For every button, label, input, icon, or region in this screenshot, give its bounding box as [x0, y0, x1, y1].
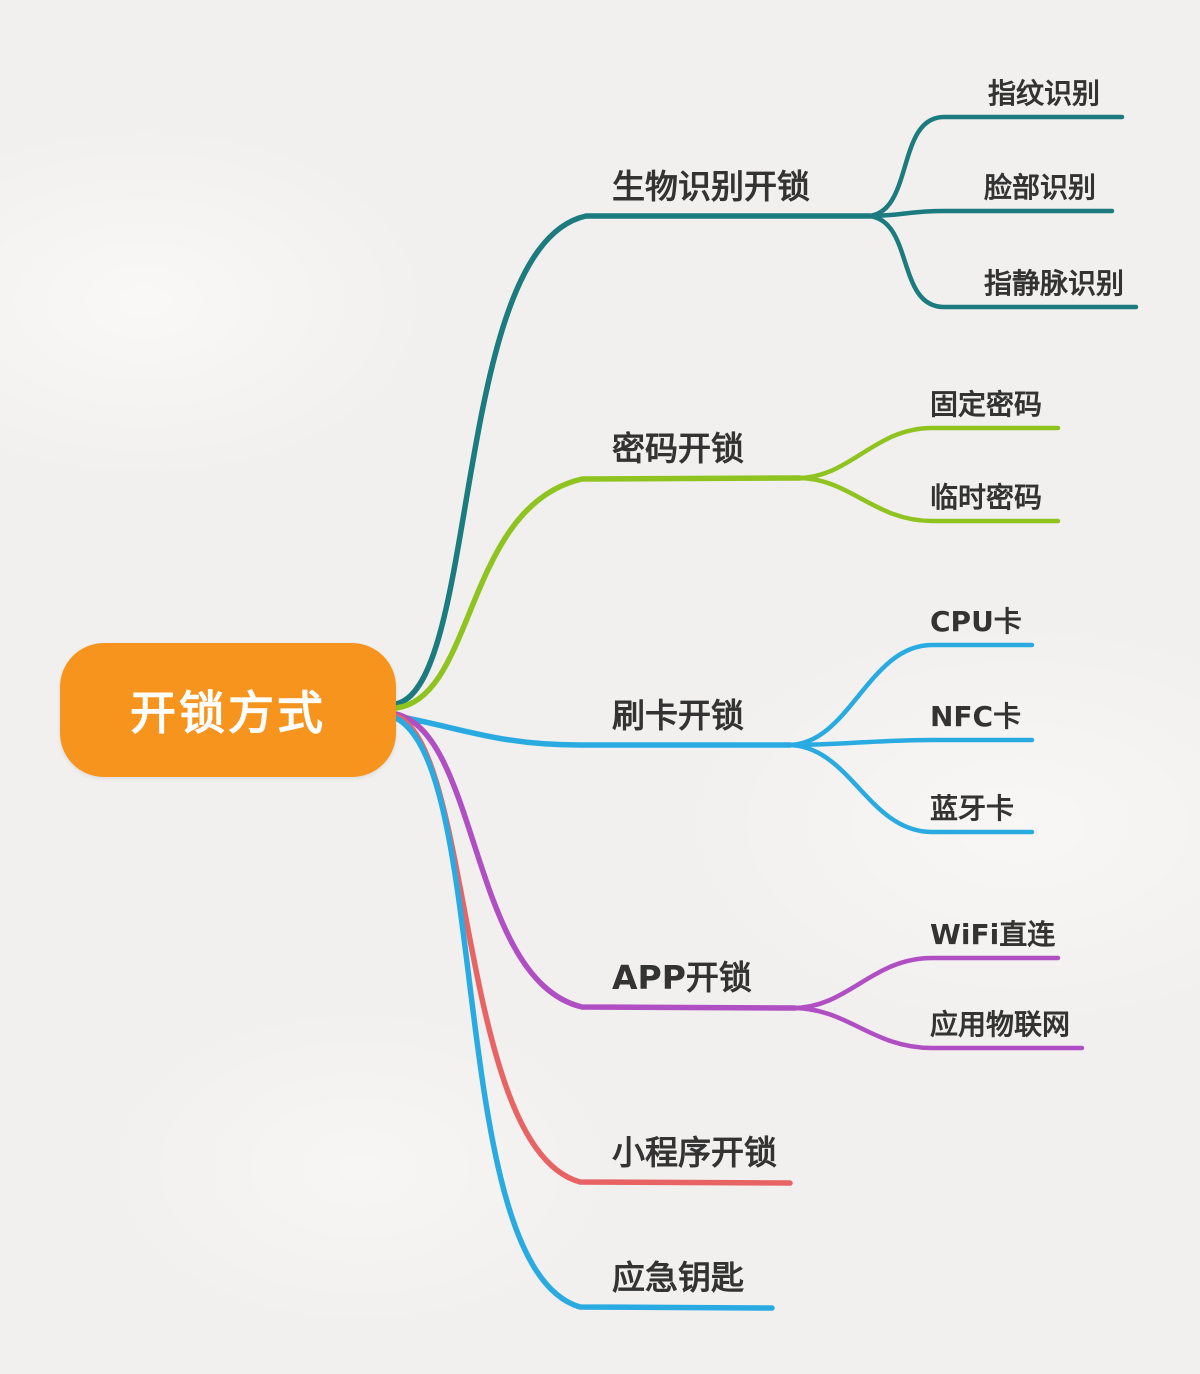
- wire-root-to-emergencykey: [393, 715, 775, 1311]
- child-label-wifi-direct[interactable]: WiFi直连: [930, 918, 1056, 951]
- wire-root-to-card: [393, 713, 793, 748]
- child-label-cpu-card[interactable]: CPU卡: [930, 605, 1022, 638]
- wire-biometric-to-face: [865, 208, 1115, 219]
- branch-label-biometric[interactable]: 生物识别开锁: [612, 167, 810, 206]
- wire-biometric-to-fingerprint: [865, 114, 1125, 219]
- branch-label-password[interactable]: 密码开锁: [612, 429, 744, 468]
- root-node[interactable]: 开锁方式: [60, 643, 396, 777]
- wire-root-to-password: [393, 475, 803, 711]
- branch-label-miniprogram[interactable]: 小程序开锁: [612, 1133, 777, 1172]
- child-label-fingerprint[interactable]: 指纹识别: [988, 77, 1101, 110]
- branch-label-emergencykey[interactable]: 应急钥匙: [612, 1258, 744, 1297]
- wire-password-to-fixed: [795, 425, 1061, 481]
- wire-password-to-temporary: [795, 475, 1061, 524]
- child-label-app-iot[interactable]: 应用物联网: [930, 1008, 1071, 1041]
- child-label-bluetooth-card[interactable]: 蓝牙卡: [930, 792, 1015, 825]
- branch-label-card[interactable]: 刷卡开锁: [612, 696, 744, 735]
- child-label-nfc-card[interactable]: NFC卡: [930, 700, 1022, 733]
- wire-root-to-biometric: [393, 213, 873, 707]
- child-label-fingervein[interactable]: 指静脉识别: [984, 267, 1125, 300]
- child-label-fixed-password[interactable]: 固定密码: [930, 388, 1043, 421]
- wire-card-to-cpu: [785, 642, 1035, 748]
- wire-biometric-to-fingervein: [865, 213, 1139, 310]
- wire-card-to-bluetooth: [785, 742, 1035, 835]
- wire-app-to-iot: [790, 1005, 1085, 1051]
- wire-root-to-app: [393, 711, 798, 1011]
- child-label-face[interactable]: 脸部识别: [984, 171, 1097, 204]
- branch-label-app[interactable]: APP开锁: [612, 958, 752, 997]
- child-label-temporary-password[interactable]: 临时密码: [930, 481, 1043, 514]
- wire-card-to-nfc: [785, 737, 1035, 748]
- wire-app-to-wifi: [790, 955, 1061, 1011]
